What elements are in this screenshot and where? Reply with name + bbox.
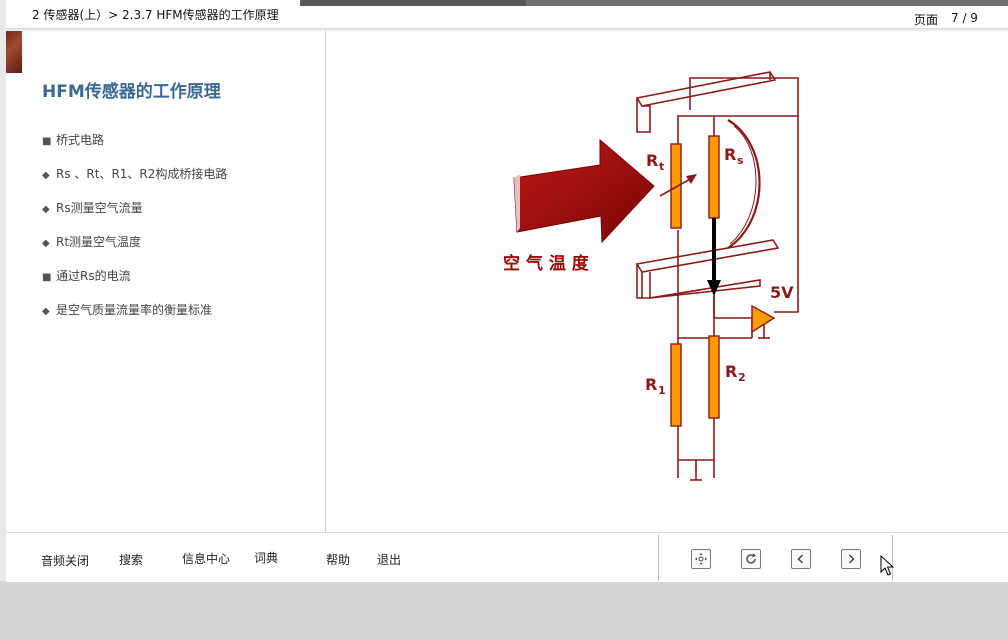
r1-label: R [645,375,657,394]
rs-label-sub: s [737,154,744,167]
bullet-marker: ◆ [42,238,50,249]
audio-off-button[interactable]: 音频关闭 [41,554,90,568]
r1-label-sub: 1 [658,384,666,397]
rs-label: R [724,145,736,164]
refresh-icon [746,553,756,564]
bullet-text: Rt测量空气温度 [56,235,142,249]
bullet-item: ◆ 是空气质量流量率的衡量标准 [42,301,212,318]
next-page-button[interactable] [841,549,861,569]
content-right-panel [326,31,1008,532]
hfm-bridge-diagram: 空 气 温 度 5V R t R s R 1 R 2 [503,71,799,481]
mouse-cursor-icon [880,555,894,576]
variable-resistor-arrow [659,174,697,197]
bullet-item: ◆ Rs测量空气流量 [42,199,143,216]
help-button[interactable]: 帮助 [326,553,351,567]
air-temperature-label: 空 气 温 度 [503,253,590,274]
bullet-item: ◆ Rs 、Rt、R1、R2构成桥接电路 [42,165,227,182]
info-center-button[interactable]: 信息中心 [182,552,231,566]
resistor-r2 [708,335,720,419]
bullet-marker: ◆ [42,170,50,181]
resistor-r1 [670,343,682,427]
dictionary-button[interactable]: 词典 [254,551,279,565]
toolbar-divider [658,535,659,581]
bullet-marker: ■ [42,136,52,147]
bullet-text: 通过Rs的电流 [56,269,131,283]
airflow-arrow-highlight [514,174,520,232]
bullet-marker: ◆ [42,306,50,317]
rt-label: R [646,151,658,170]
bullet-text: Rs 、Rt、R1、R2构成桥接电路 [56,167,228,181]
previous-page-button[interactable] [791,549,811,569]
circuit-wires [677,77,799,481]
fit-screen-button[interactable] [691,549,711,569]
chevron-left-icon [797,554,804,564]
amplifier-symbol [751,304,776,334]
r2-label-sub: 2 [738,371,746,384]
bullet-text: 是空气质量流量率的衡量标准 [56,303,213,317]
bullet-item: ■ 通过Rs的电流 [42,267,131,284]
breadcrumb[interactable]: 2 传感器(上）> 2.3.7 HFM传感器的工作原理 [32,8,279,22]
corner-decoration [6,31,22,73]
page-number: 7 / 9 [951,11,978,25]
header-shadow [6,28,1008,31]
resistor-rs [708,135,720,219]
slide-title: HFM传感器的工作原理 [42,82,221,102]
rt-label-sub: t [659,160,664,173]
header-photo-strip [300,0,526,6]
panel-divider [325,31,326,532]
refresh-button[interactable] [741,549,761,569]
fit-screen-icon [695,553,707,565]
r2-label: R [725,362,737,381]
voltage-label: 5V [770,283,794,302]
bullet-marker: ◆ [42,204,50,215]
bullet-marker: ■ [42,272,52,283]
bullet-item: ◆ Rt测量空气温度 [42,233,141,250]
page-label: 页面 [914,13,939,27]
exit-button[interactable]: 退出 [377,553,402,567]
resistor-rt [670,143,682,229]
current-arrow [707,218,721,296]
search-button[interactable]: 搜索 [119,553,144,567]
left-border [0,0,6,581]
chevron-right-icon [848,554,855,564]
toolbar-divider [892,535,893,581]
airflow-arrow-icon [513,138,655,244]
content-left-panel: HFM传感器的工作原理 ■ 桥式电路 ◆ Rs 、Rt、R1、R2构成桥接电路 ◆ R… [6,31,325,532]
header-bar: 2 传感器(上）> 2.3.7 HFM传感器的工作原理 页面 7 / 9 [6,0,1008,29]
footer-toolbar: 音频关闭 搜索 信息中心 词典 帮助 退出 [6,532,1008,582]
header-photo-strip [526,0,1008,6]
sensor-housing [635,71,780,299]
bullet-text: 桥式电路 [56,133,105,147]
bullet-item: ■ 桥式电路 [42,131,104,148]
bullet-text: Rs测量空气流量 [56,201,143,215]
